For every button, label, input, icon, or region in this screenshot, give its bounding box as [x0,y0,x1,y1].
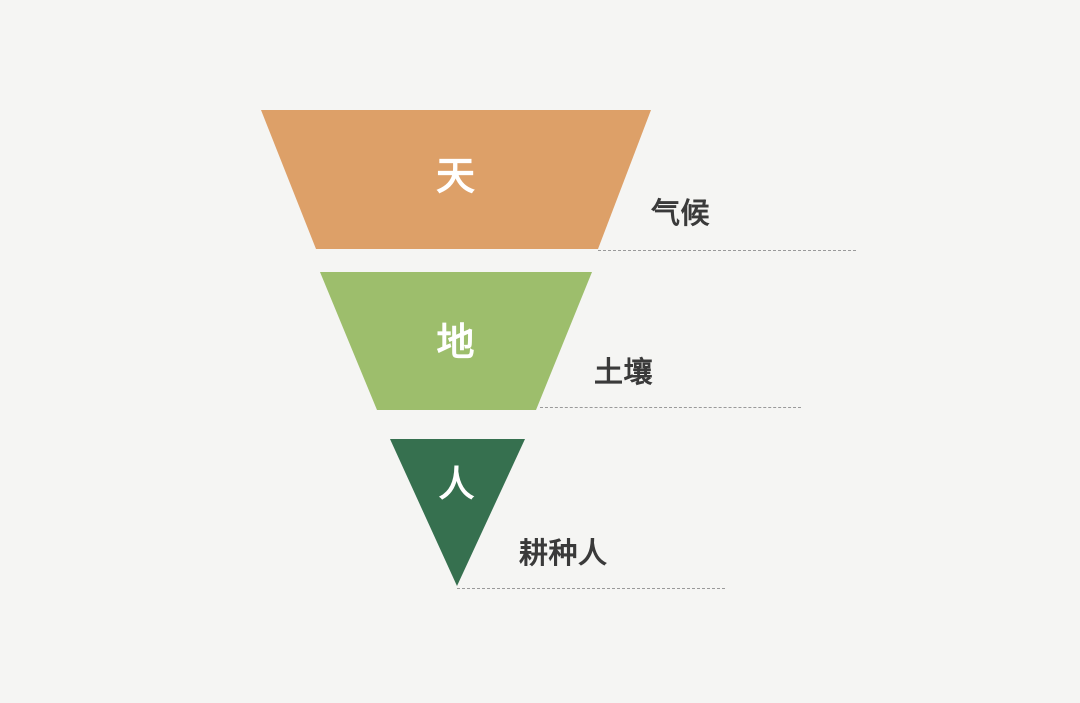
caption-soil: 土壤 [594,357,654,389]
dashed-rule-soil [540,407,801,408]
funnel-layer-tian-shape[interactable] [261,110,651,249]
dashed-rule-farmer [457,588,725,589]
caption-farmer: 耕种人 [519,538,608,570]
funnel-layer-di-label: 地 [436,322,476,364]
funnel-layer-tian-label: 天 [435,155,477,199]
caption-climate: 气候 [651,198,711,230]
funnel-layer-ren-label: 人 [438,463,476,504]
funnel-layer-ren-shape[interactable] [390,439,525,586]
funnel-layer-di-shape[interactable] [320,272,592,410]
dashed-rule-climate [598,250,856,251]
